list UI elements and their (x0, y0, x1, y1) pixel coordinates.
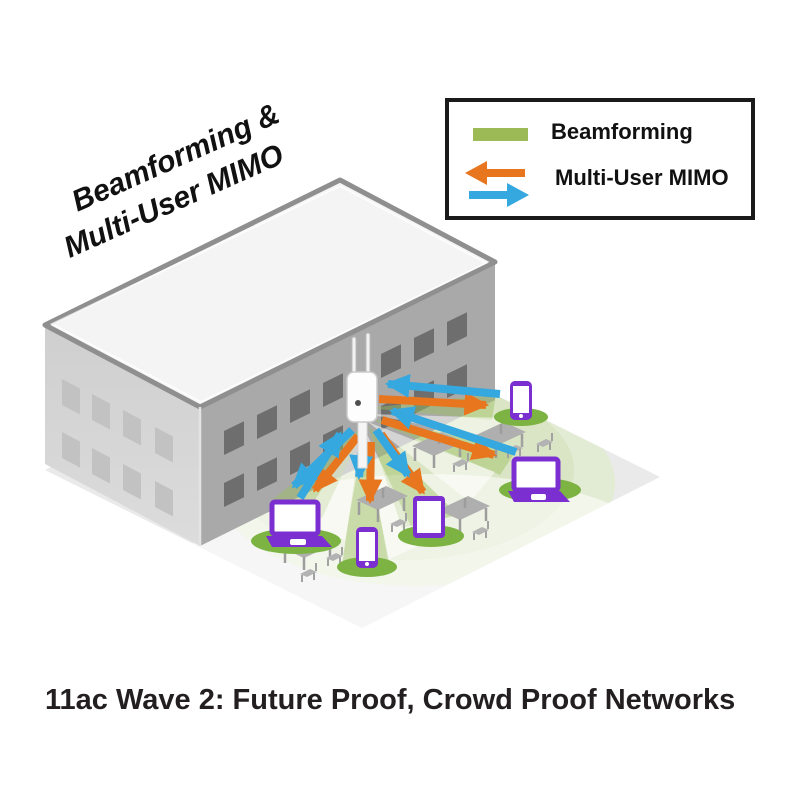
legend-beamforming-label: Beamforming (551, 119, 693, 144)
smartphone-middle (356, 527, 378, 568)
legend-box: Beamforming Multi-User MIMO (445, 98, 755, 220)
beamforming-bar-icon (473, 128, 528, 141)
orange-arrow-to-left-laptop (311, 433, 362, 493)
orange-arrow-to-right-phone (378, 391, 490, 416)
legend-mumimo-label: Multi-User MIMO (555, 165, 729, 190)
mumimo-arrows-icon (465, 161, 529, 207)
ap-led (355, 400, 361, 406)
ap-mount-pole (357, 419, 368, 469)
blue-arrow-from-right-phone (384, 373, 501, 398)
blue-arrow-to-left-laptop (291, 427, 355, 489)
blue-arrow-from-right-laptop (388, 406, 518, 456)
caption-text: 11ac Wave 2: Future Proof, Crowd Proof N… (45, 684, 736, 716)
office-building (42, 177, 498, 546)
orange-arrow-to-mid-phone (358, 441, 383, 505)
laptop-right (508, 456, 570, 502)
ap-antenna (365, 332, 371, 377)
client-devices (266, 381, 570, 568)
mumimo-arrows (291, 373, 518, 505)
blue-arrow-to-tablet (372, 427, 412, 478)
laptop-left (266, 499, 332, 547)
smartphone-right (510, 381, 532, 420)
wifi-access-point (346, 332, 378, 469)
ap-body (346, 371, 378, 423)
left-wall-windows (62, 379, 173, 517)
tablet (413, 496, 445, 538)
